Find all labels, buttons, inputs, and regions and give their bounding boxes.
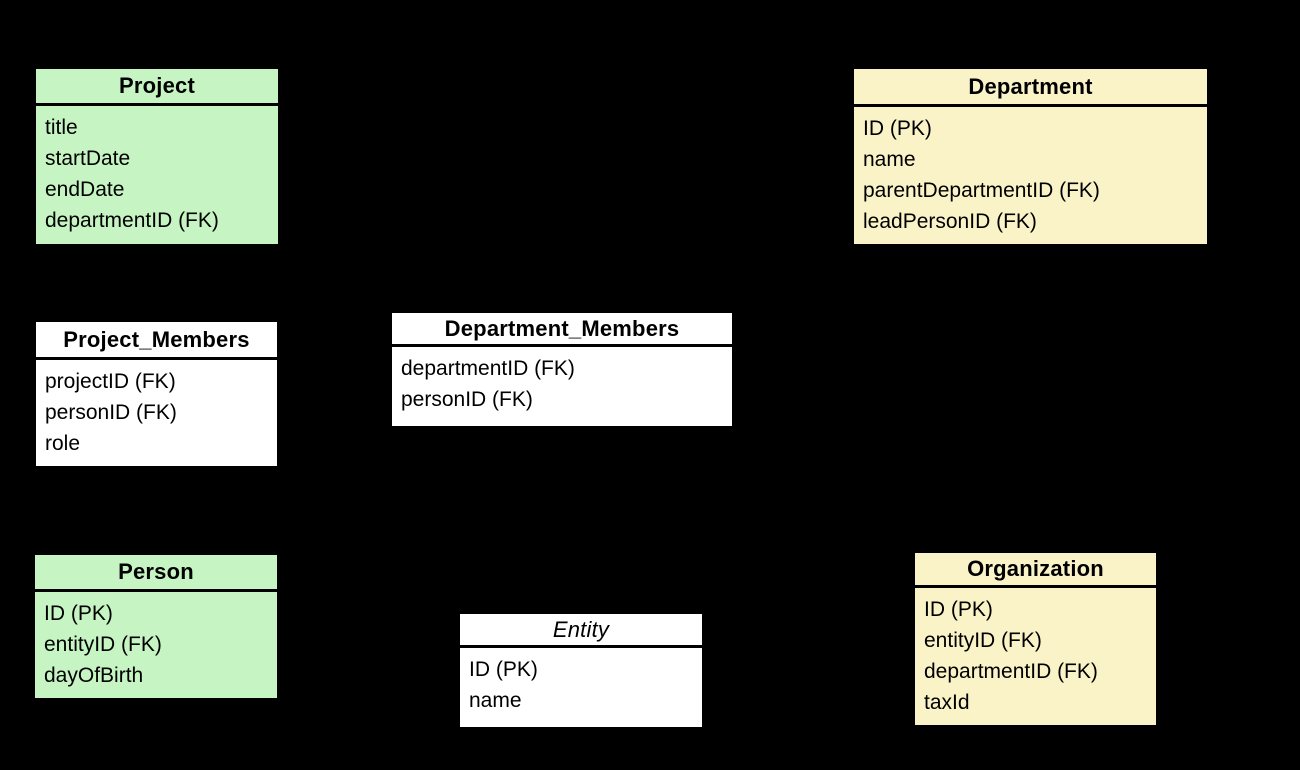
erd-table-project-members: Project_Members projectID (FK) personID (F… <box>34 320 279 468</box>
table-field: taxId <box>924 691 970 714</box>
table-field-list-department-members: departmentID (FK) personID (FK) <box>392 347 732 415</box>
table-field: departmentID (FK) <box>45 209 219 232</box>
table-field: ID (PK) <box>924 598 993 621</box>
table-field: name <box>469 689 522 712</box>
table-field: ID (PK) <box>469 658 538 681</box>
table-field: ID (PK) <box>863 117 932 140</box>
erd-table-department: Department ID (PK) name parentDepartmentID … <box>852 67 1209 246</box>
table-field: entityID (FK) <box>924 629 1042 652</box>
table-field: parentDepartmentID (FK) <box>863 179 1100 202</box>
table-field: ID (PK) <box>44 602 113 625</box>
table-title-department: Department <box>854 69 1207 107</box>
erd-table-organization: Organization ID (PK) entityID (FK) departme… <box>913 551 1158 727</box>
table-field: personID (FK) <box>401 388 533 411</box>
table-field: endDate <box>45 178 125 201</box>
table-field: personID (FK) <box>45 401 177 424</box>
table-field: projectID (FK) <box>45 370 176 393</box>
table-title-project: Project <box>36 69 278 106</box>
table-title-person: Person <box>35 555 277 592</box>
table-field: departmentID (FK) <box>924 660 1098 683</box>
table-title-department-members: Department_Members <box>392 313 732 347</box>
table-field-list-person: ID (PK) entityID (FK) dayOfBirth <box>35 592 277 691</box>
table-field: dayOfBirth <box>44 664 144 687</box>
erd-table-person: Person ID (PK) entityID (FK) dayOfBirth <box>33 553 279 700</box>
table-title-project-members: Project_Members <box>36 322 277 360</box>
table-field: startDate <box>45 147 131 170</box>
table-field: departmentID (FK) <box>401 357 575 380</box>
table-field-list-department: ID (PK) name parentDepartmentID (FK) leadPe… <box>854 107 1207 237</box>
table-field: entityID (FK) <box>44 633 162 656</box>
table-title-entity: Entity <box>460 614 702 648</box>
table-field: role <box>45 432 81 455</box>
table-field-list-organization: ID (PK) entityID (FK) departmentID (FK) tax… <box>915 588 1156 718</box>
table-field: leadPersonID (FK) <box>863 210 1037 233</box>
erd-table-entity: Entity ID (PK) name <box>458 612 704 729</box>
table-field-list-entity: ID (PK) name <box>460 648 702 716</box>
erd-table-department-members: Department_Members departmentID (FK) perso… <box>390 311 734 428</box>
table-field: name <box>863 148 916 171</box>
table-field-list-project-members: projectID (FK) personID (FK) role <box>36 360 277 459</box>
table-field: title <box>45 116 78 139</box>
erd-table-project: Project title startDate endDate departmentID… <box>34 67 280 246</box>
table-field-list-project: title startDate endDate departmentID (FK) <box>36 106 278 236</box>
table-title-organization: Organization <box>915 553 1156 588</box>
